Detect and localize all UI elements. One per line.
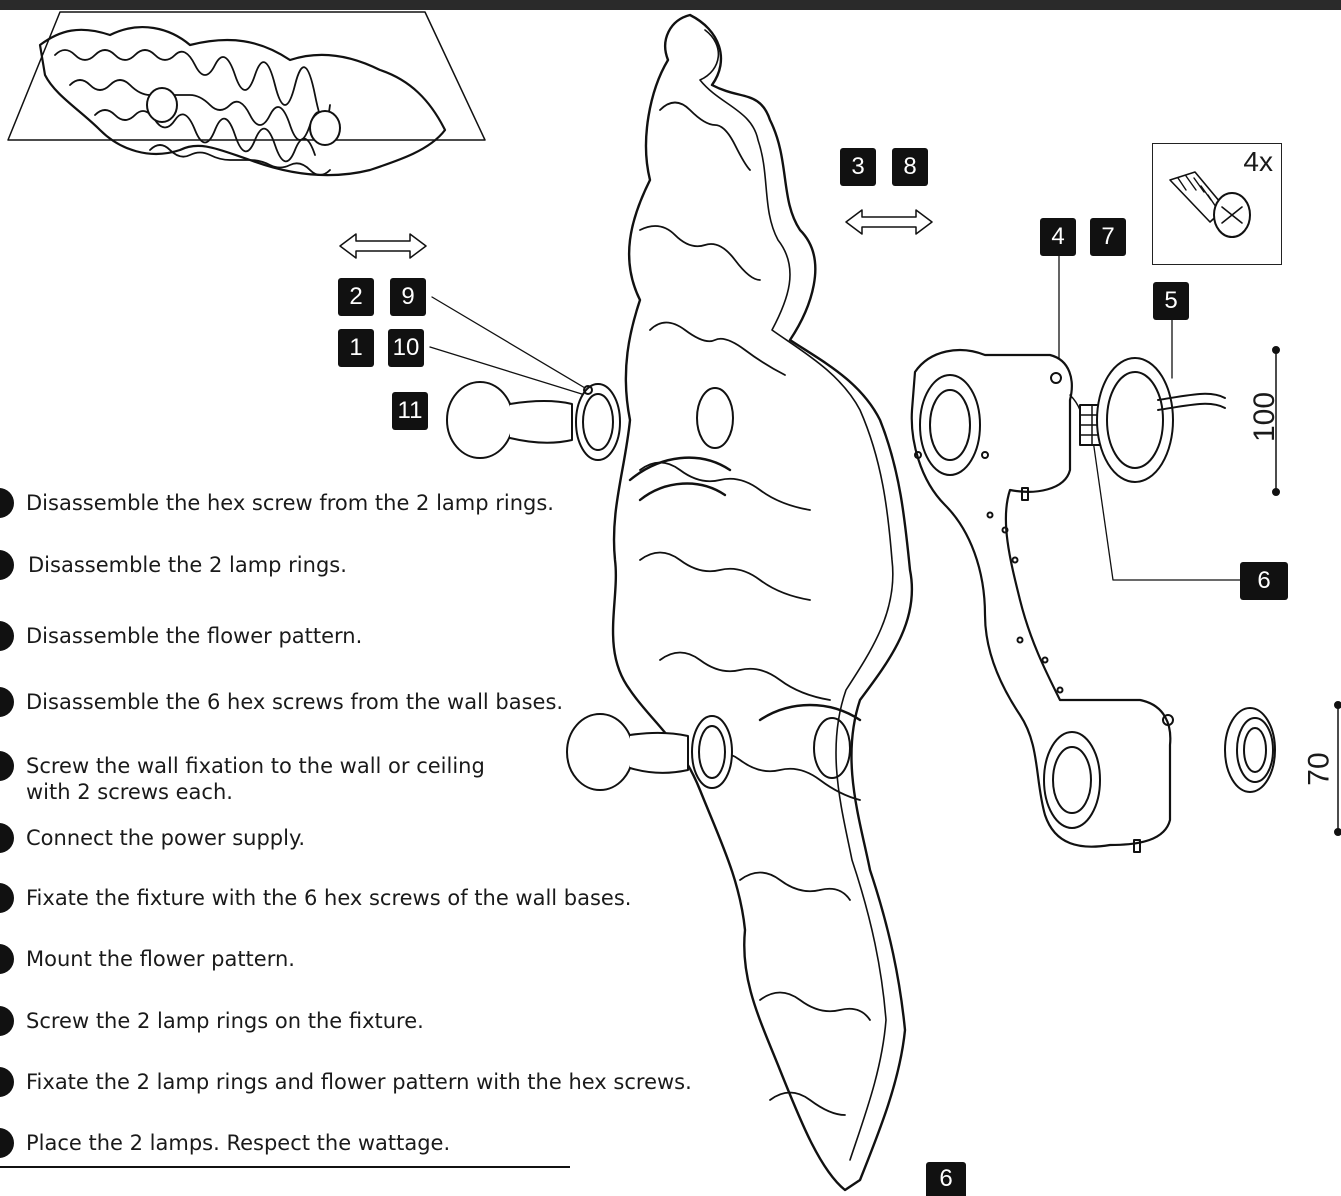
lamp-ring-icon (1224, 707, 1276, 793)
wall-cup-icon (1096, 357, 1226, 483)
badge-6-bottom: 6 (926, 1162, 966, 1196)
badge-3: 3 (840, 148, 876, 186)
double-arrow-icon (845, 209, 933, 235)
lamp-ring-icon (575, 383, 621, 461)
step-10: Fixate the 2 lamp rings and flower patte… (0, 1067, 692, 1097)
dimension-100-label: 100 (1248, 391, 1282, 443)
step-text-line-1: Screw the wall fixation to the wall or c… (26, 754, 485, 778)
step-text: Connect the power supply. (26, 826, 306, 850)
badge-4: 4 (1040, 218, 1076, 256)
screw-icon (1169, 171, 1251, 238)
badge-9: 9 (390, 278, 426, 316)
step-marker-icon (0, 488, 14, 518)
step-marker-icon (0, 1006, 14, 1036)
dimension-70-label: 70 (1302, 752, 1336, 786)
step-6: Connect the power supply. (0, 823, 306, 853)
step-text: Disassemble the flower pattern. (26, 624, 363, 648)
badge-11: 11 (392, 392, 428, 430)
badge-2: 2 (338, 278, 374, 316)
step-11: Place the 2 lamps. Respect the wattage. (0, 1128, 451, 1158)
step-marker-icon (0, 944, 14, 974)
step-9: Screw the 2 lamp rings on the fixture. (0, 1006, 424, 1036)
top-bar (0, 0, 1341, 10)
badge-5: 5 (1153, 282, 1189, 320)
step-text: Screw the 2 lamp rings on the fixture. (26, 1009, 424, 1033)
step-text: Fixate the fixture with the 6 hex screws… (26, 886, 632, 910)
dimension-100 (1272, 346, 1280, 496)
step-marker-icon (0, 883, 14, 913)
overview-thumbnail (7, 11, 486, 177)
badge-6: 6 (1240, 562, 1288, 600)
step-text: Disassemble the 6 hex screws from the wa… (26, 690, 564, 714)
step-marker-icon (0, 550, 14, 580)
screw-quantity: 4x (1243, 146, 1273, 177)
step-text-line-2: with 2 screws each. (26, 780, 233, 804)
step-text: Fixate the 2 lamp rings and flower patte… (26, 1070, 692, 1094)
badge-7: 7 (1090, 218, 1126, 256)
step-marker-icon (0, 1128, 14, 1158)
step-text: Screw the wall fixation to the wall or c… (26, 753, 485, 805)
step-marker-icon (0, 621, 14, 651)
step-text: Disassemble the hex screw from the 2 lam… (26, 491, 554, 515)
step-4: Disassemble the 6 hex screws from the wa… (0, 687, 564, 717)
wall-base-icon (910, 349, 1174, 853)
step-marker-icon (0, 1067, 14, 1097)
lamp-ring-icon (691, 715, 733, 789)
step-2: Disassemble the 2 lamp rings. (0, 550, 347, 580)
step-text: Disassemble the 2 lamp rings. (28, 553, 347, 577)
badge-1: 1 (338, 329, 374, 367)
step-marker-icon (0, 751, 14, 781)
step-5: Screw the wall fixation to the wall or c… (0, 751, 485, 805)
badge-10: 10 (388, 329, 424, 367)
step-8: Mount the flower pattern. (0, 944, 295, 974)
badge-8: 8 (892, 148, 928, 186)
dimension-70 (1334, 701, 1341, 836)
flower-pattern-panel (611, 13, 914, 1192)
step-3: Disassemble the flower pattern. (0, 621, 363, 651)
lamp-bulb-icon (446, 381, 573, 459)
step-marker-icon (0, 687, 14, 717)
step-text: Mount the flower pattern. (26, 947, 295, 971)
step-marker-icon (0, 823, 14, 853)
step-1: Disassemble the hex screw from the 2 lam… (0, 488, 554, 518)
bottom-rule (0, 1166, 570, 1168)
double-arrow-icon (339, 233, 427, 259)
screw-parts-box: 4x (1152, 143, 1282, 265)
step-7: Fixate the fixture with the 6 hex screws… (0, 883, 632, 913)
step-text: Place the 2 lamps. Respect the wattage. (26, 1131, 451, 1155)
lamp-bulb-icon (566, 713, 689, 791)
